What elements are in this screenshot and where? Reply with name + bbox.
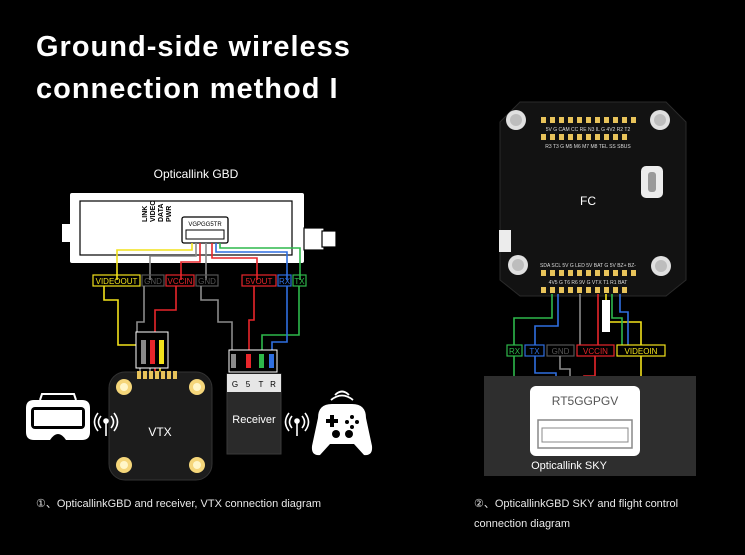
gbd-device: VGPGG5TR LINK VIDEO DATA PWR: [62, 193, 337, 263]
caption-left: ①、OpticallinkGBD and receiver, VTX conne…: [36, 498, 321, 510]
pin-5vout: 5VOUT: [246, 277, 273, 286]
gamepad-icon: [311, 390, 373, 456]
right-diagram: 5V G CAM CC RE N3 IL G 4V2 R2 T2 R3 T3 G…: [484, 101, 696, 476]
fc-top-pads-row2: R3 T3 G M5 M6 M7 M8 TEL SS SBUS: [545, 144, 631, 150]
status-link: LINK: [142, 206, 149, 222]
sky-device: RT5GGPGV Opticallink SKY: [484, 376, 696, 476]
title-line-2: connection method I: [36, 73, 339, 105]
fc-wires: [513, 294, 642, 345]
pin-gnd-1: GND: [144, 277, 162, 286]
pin-videoout: VIDEOOUT: [96, 277, 138, 286]
vr-goggles-icon: [26, 393, 90, 440]
fc-plug-strip: [602, 300, 610, 332]
status-data: DATA: [158, 204, 165, 222]
gbd-pin-row: VIDEOOUT GND VCCIN GND 5VOUT RX TX: [92, 274, 307, 287]
gbd-connector-label: VGPGG5TR: [188, 222, 222, 228]
vtx-plug: [135, 331, 169, 369]
wifi-signal-icon-2: [284, 412, 310, 436]
pin-tx: TX: [294, 277, 305, 286]
sky-pin-vccin: VCCIN: [583, 347, 608, 356]
wifi-signal-icon-1: [93, 412, 119, 436]
title-line-1: Ground-side wireless: [36, 31, 351, 63]
sky-label: Opticallink SKY: [531, 460, 607, 472]
vtx-board: VTX: [108, 371, 213, 481]
pin-gnd-2: GND: [198, 277, 216, 286]
receiver-pin-t: T: [259, 380, 264, 389]
receiver-plug: [228, 349, 278, 373]
vtx-header: [137, 371, 177, 379]
vtx-label: VTX: [148, 425, 171, 439]
sky-pin-row: RX TX GND VCCIN VIDEOIN: [506, 344, 666, 357]
left-diagram: Opticallink GBD VGPGG5TR LINK VIDEO DATA…: [26, 167, 373, 481]
receiver-pin-g: G: [232, 380, 238, 389]
receiver-box: G 5 T R Receiver: [226, 373, 282, 455]
fc-board: 5V G CAM CC RE N3 IL G 4V2 R2 T2 R3 T3 G…: [499, 101, 687, 297]
receiver-pin-5: 5: [246, 380, 251, 389]
receiver-pin-r: R: [270, 380, 276, 389]
gbd-label: Opticallink GBD: [154, 167, 239, 181]
sky-pin-tx: TX: [529, 347, 540, 356]
receiver-label: Receiver: [232, 414, 276, 426]
sky-pin-videoin: VIDEOIN: [625, 347, 658, 356]
fc-bottom-pads-row2: 4V5 G T6 R6 9V G VTX T1 R1 BAT: [549, 280, 628, 286]
status-pwr: PWR: [166, 206, 173, 222]
pin-vccin: VCCIN: [168, 277, 193, 286]
fc-bottom-pads-row1: SDA SCL 5V G LED 5V BAT G 5V BZ+ BZ-: [540, 263, 636, 269]
caption-right: ②、OpticallinkGBD SKY and flight control …: [474, 498, 679, 530]
page-title: Ground-side wireless connection method I: [36, 26, 456, 110]
gbd-wires: [116, 243, 301, 280]
sky-pin-gnd: GND: [552, 347, 570, 356]
sky-pin-rx: RX: [509, 347, 521, 356]
sky-connector-label: RT5GGPGV: [552, 394, 618, 408]
fc-label: FC: [580, 194, 596, 208]
status-video: VIDEO: [150, 200, 157, 222]
fc-top-pads-row1: 5V G CAM CC RE N3 IL G 4V2 R2 T2: [546, 127, 631, 133]
pin-rx: RX: [279, 277, 291, 286]
